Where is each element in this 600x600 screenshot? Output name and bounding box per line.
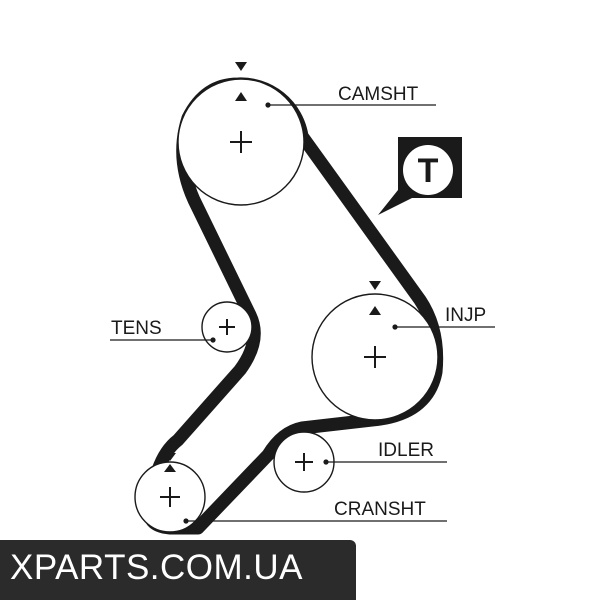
tensioner-badge-icon: T [378,137,462,215]
camshaft-pulley [177,78,305,206]
crankshaft-label: CRANSHT [334,499,426,520]
badge-letter: T [418,152,439,190]
watermark-text: XPARTS.COM.UA [10,548,304,587]
crankshaft-leader [183,518,447,524]
watermark-banner: XPARTS.COM.UA [0,540,356,600]
tensioner-leader [110,337,216,343]
injection-pump-leader [392,324,495,330]
idler-label: IDLER [378,440,434,461]
camshaft-label: CAMSHT [338,84,419,105]
injection-pump-pulley [311,293,439,421]
idler-leader [323,459,447,465]
tensioner-pulley [201,301,253,353]
camshaft-leader [265,102,436,108]
crankshaft-timing-mark [164,453,176,472]
camshaft-timing-mark [235,62,247,101]
idler-pulley [273,431,335,493]
injection-pump-label: INJP [445,305,486,326]
crankshaft-pulley [134,461,206,533]
injection-pump-timing-mark [369,281,381,315]
tensioner-label: TENS [111,318,162,339]
